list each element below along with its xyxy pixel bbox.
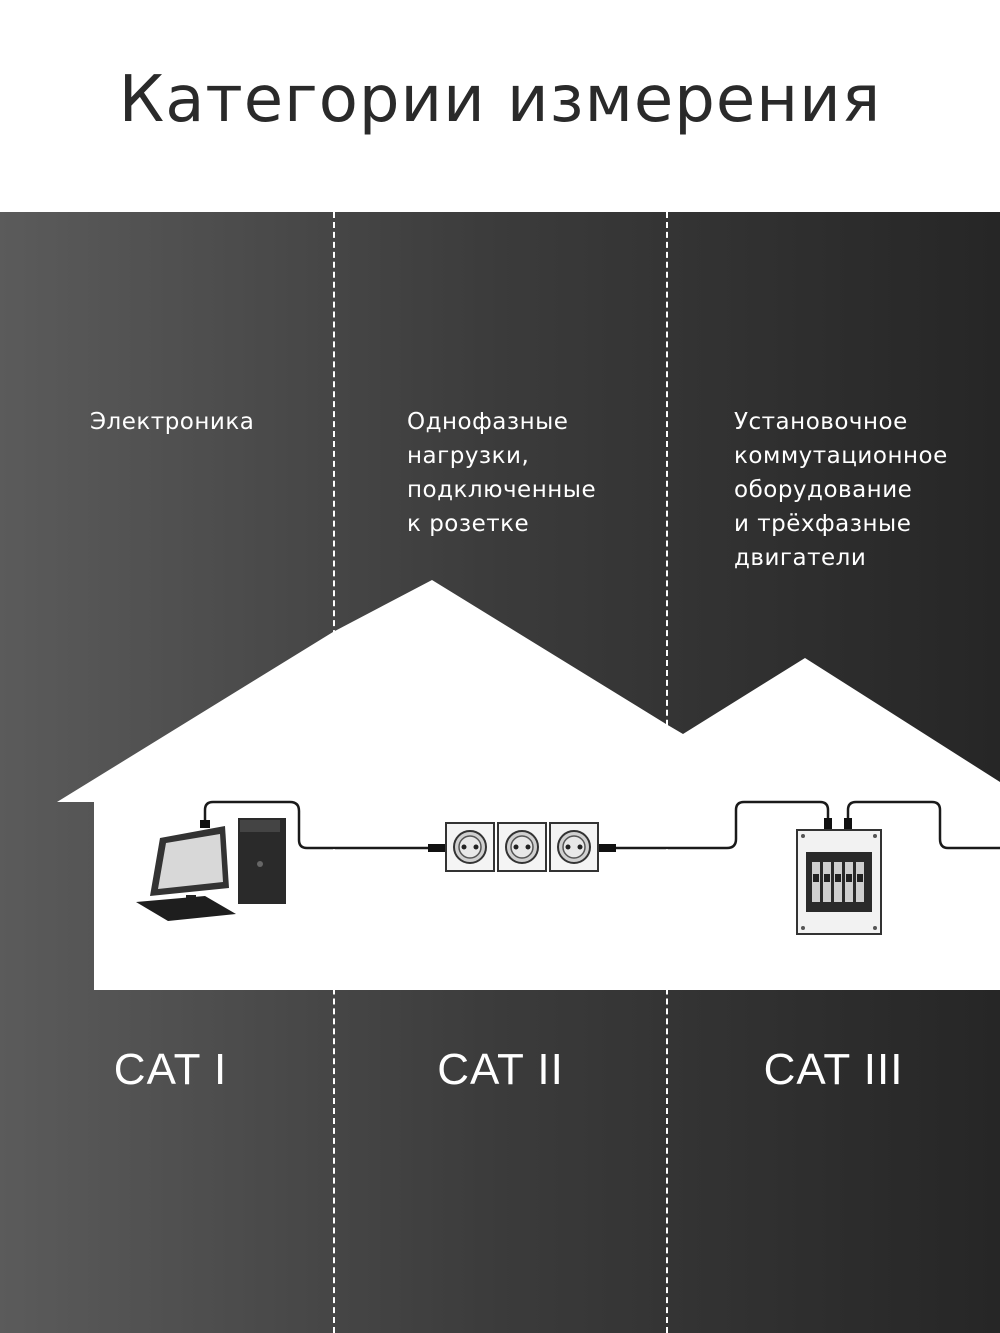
page-title: Категории измерения bbox=[118, 63, 882, 137]
category-label-cat2: CAT II bbox=[437, 1045, 564, 1094]
house-silhouette bbox=[57, 580, 1000, 990]
distribution-panel-icon bbox=[796, 818, 882, 935]
column-divider-2 bbox=[666, 212, 668, 1333]
outlet-3 bbox=[549, 822, 599, 872]
outlet-2 bbox=[497, 822, 547, 872]
category-label-cat1: CAT I bbox=[113, 1045, 228, 1094]
power-outlet-icon bbox=[428, 822, 616, 872]
outlet-1 bbox=[445, 822, 495, 872]
column-3-description: Установочное коммутационное оборудование… bbox=[734, 409, 948, 571]
diagram-panel: Электроника Однофазные нагрузки, подключ… bbox=[0, 212, 1000, 1333]
column-2-description: Однофазные нагрузки, подключенные к розе… bbox=[407, 409, 597, 537]
computer-icon bbox=[136, 818, 286, 921]
column-divider-1 bbox=[333, 212, 335, 1333]
wiring bbox=[203, 800, 1000, 850]
column-1-description: Электроника bbox=[90, 409, 255, 435]
category-label-cat3: CAT III bbox=[763, 1045, 904, 1094]
house-illustration bbox=[57, 580, 1000, 990]
